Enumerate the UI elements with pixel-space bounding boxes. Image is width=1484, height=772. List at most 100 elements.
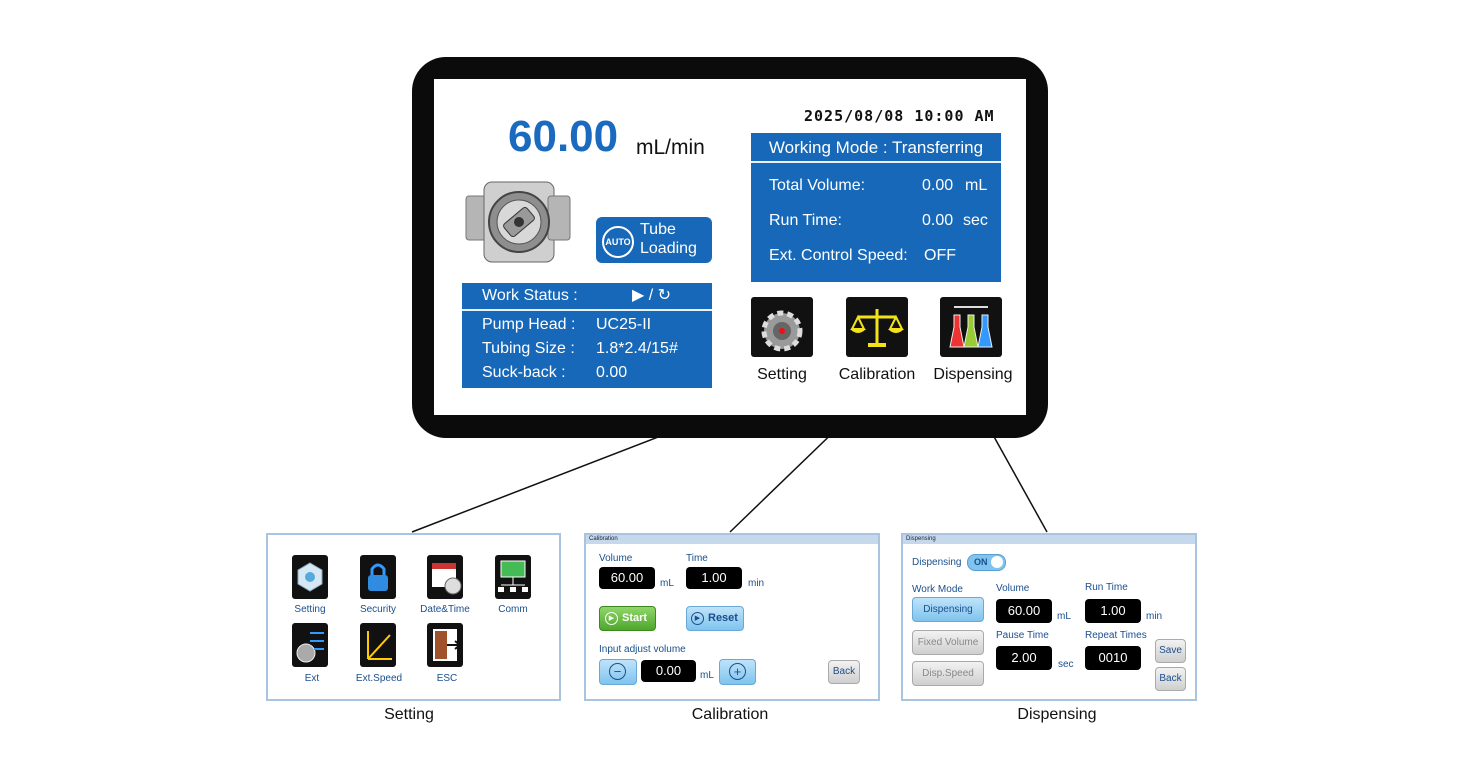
setting-item-ext-speed[interactable] [360,623,396,667]
ext-speed-label: Ext. Control Speed: [769,247,908,264]
lock-icon [368,563,388,591]
cal-volume-label: Volume [599,553,633,564]
total-volume-unit: mL [965,177,988,194]
setting-item-security[interactable] [360,555,396,599]
total-volume-value: 0.00 [922,177,954,194]
speed-chart-icon [367,631,392,660]
dispensing-toggle-label: Dispensing [912,557,962,568]
disp-run-time-field[interactable]: 1.00 [1085,599,1141,623]
work-mode-label: Work Mode [912,584,963,595]
pause-time-unit: sec [1058,659,1074,670]
setting-caption: Setting [384,706,434,723]
minus-icon: − [609,663,626,680]
cal-time-unit: min [748,578,765,589]
calendar-clock-icon [432,563,462,595]
balance-scale-icon [850,309,904,347]
suck-back-label: Suck-back : [482,364,566,381]
ext-connector-icon [296,632,324,663]
disp-volume-unit: mL [1057,611,1071,622]
disp-volume-label: Volume [996,583,1030,594]
toggle-state: ON [974,557,988,567]
repeat-times-field[interactable]: 0010 [1085,646,1141,670]
disp-volume-field[interactable]: 60.00 [996,599,1052,623]
dispensing-panel-title: Dispensing [903,535,1195,544]
mode-fixed-volume-button[interactable]: Fixed Volume [912,630,984,655]
tube-loading-line1: Tube [640,221,676,238]
play-icon: ▶ [605,612,618,625]
datetime-display: 2025/08/08 10:00 AM [804,107,995,125]
pump-head-value: UC25-II [596,316,652,333]
cal-adjust-field[interactable]: 0.00 [641,660,696,682]
ext-speed-item-label: Ext.Speed [355,673,403,684]
calibration-caption: Calibration [691,706,769,723]
disp-save-button[interactable]: Save [1155,639,1186,663]
cal-adjust-label: Input adjust volume [599,644,686,655]
toggle-knob [991,556,1003,568]
cal-time-label: Time [686,553,708,564]
setting-menu-button[interactable] [751,297,813,357]
cal-plus-button[interactable]: + [719,659,756,685]
tubing-size-label: Tubing Size : [482,340,575,357]
esc-item-label: ESC [436,673,458,684]
play-icon: ▶ [691,612,704,625]
mode-dispensing-button[interactable]: Dispensing [912,597,984,622]
setting-cube-icon [297,562,323,592]
cal-reset-button[interactable]: ▶ Reset [686,606,744,631]
calibration-menu-button[interactable] [846,297,908,357]
total-volume-label: Total Volume: [769,177,866,194]
cal-minus-button[interactable]: − [599,659,637,685]
dispensing-toggle[interactable]: ON [967,554,1006,571]
work-status-panel: Work Status : ▶ / ↻ Pump Head : UC25-II … [462,283,712,388]
cal-start-label: Start [622,612,648,624]
working-mode-panel: Working Mode : Transferring Total Volume… [751,133,1001,282]
run-time-label: Run Time: [769,212,842,229]
setting-item-comm[interactable] [495,555,531,599]
setting-item-esc[interactable] [427,623,463,667]
ext-speed-value: OFF [924,247,956,264]
plus-icon: + [729,663,746,680]
flow-rate-value[interactable]: 60.00 [508,112,619,161]
calibration-menu-label: Calibration [838,366,916,383]
security-item-label: Security [359,604,397,615]
gear-icon [761,310,803,352]
suck-back-value: 0.00 [596,364,628,381]
disp-back-button[interactable]: Back [1155,667,1186,691]
setting-item-ext[interactable] [292,623,328,667]
cal-time-field[interactable]: 1.00 [686,567,742,589]
run-time-value: 0.00 [922,212,954,229]
calibration-panel-title: Calibration [586,535,878,544]
setting-item-setting[interactable] [292,555,328,599]
tube-loading-button[interactable]: AUTO Tube Loading [596,217,712,263]
comm-item-label: Comm [498,604,528,615]
pause-time-field[interactable]: 2.00 [996,646,1052,670]
work-status-icons[interactable]: ▶ / ↻ [632,287,672,304]
flasks-icon [949,306,993,348]
ext-item-label: Ext [304,673,320,684]
tube-loading-line2: Loading [640,240,697,257]
setting-menu-label: Setting [757,366,807,383]
flow-rate-unit: mL/min [636,136,705,159]
datetime-item-label: Date&Time [420,604,470,615]
mode-disp-speed-button[interactable]: Disp.Speed [912,661,984,686]
cal-reset-label: Reset [708,612,738,624]
cal-back-button[interactable]: Back [828,660,860,684]
disp-run-time-unit: min [1146,611,1163,622]
dispensing-menu-label: Dispensing [933,366,1013,383]
setting-item-label: Setting [294,604,326,615]
cal-start-button[interactable]: ▶ Start [599,606,656,631]
setting-item-datetime[interactable] [427,555,463,599]
dispensing-caption: Dispensing [1017,706,1097,723]
cal-adjust-unit: mL [700,670,714,681]
pump-head-label: Pump Head : [482,316,576,333]
working-mode-header: Working Mode : Transferring [751,133,1001,163]
cal-volume-field[interactable]: 60.00 [599,567,655,589]
disp-run-time-label: Run Time [1085,582,1128,593]
run-time-unit: sec [963,212,988,229]
tubing-size-value: 1.8*2.4/15# [596,340,678,357]
dispensing-menu-button[interactable] [940,297,1002,357]
repeat-times-label: Repeat Times [1085,630,1147,641]
auto-icon: AUTO [602,226,634,258]
network-icon [498,560,528,592]
pump-head-icon [465,181,571,263]
work-status-label: Work Status : [482,287,578,304]
